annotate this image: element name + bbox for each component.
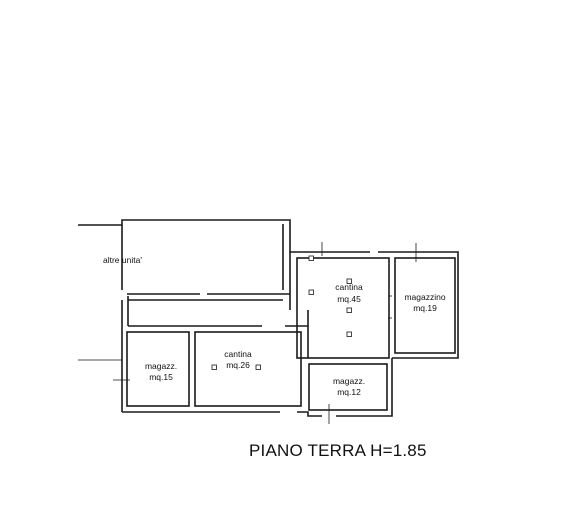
room-area-cantina-26: mq.26 <box>226 360 250 370</box>
neighbour-unit-walls <box>78 219 318 361</box>
cantina-45-outline <box>296 257 390 359</box>
neighbour-top-wall <box>78 219 318 253</box>
magazzino-19-walls <box>394 243 456 354</box>
magazzino-19-outline <box>394 257 456 354</box>
pillar <box>346 307 352 313</box>
magazz-12-walls <box>308 363 388 424</box>
cantina-45-walls <box>296 255 392 359</box>
north-east-walls <box>378 251 459 359</box>
room-name-magazzino-19: magazzino <box>404 292 445 302</box>
south-wall-middle <box>297 411 322 417</box>
room-name-cantina-45: cantina <box>335 282 363 292</box>
room-name-magazz-15: magazz. <box>145 361 177 371</box>
room-area-cantina-45: mq.45 <box>337 294 361 304</box>
pillar <box>308 255 314 261</box>
magazz-12-outline <box>308 363 388 411</box>
cantina-26-outline <box>194 331 302 407</box>
room-area-magazz-12: mq.12 <box>337 387 361 397</box>
pillar <box>308 289 314 295</box>
pillar <box>211 364 217 370</box>
south-wall-east <box>336 358 393 417</box>
cantina-26-walls <box>194 331 302 407</box>
magazz-15-walls <box>113 331 190 407</box>
plan-title: PIANO TERRA H=1.85 <box>249 441 427 460</box>
room-area-magazzino-19: mq.19 <box>413 303 437 313</box>
room-area-magazz-15: mq.15 <box>149 372 173 382</box>
room-name-magazz-12: magazz. <box>333 376 365 386</box>
room-name-altre-unita: altre unita' <box>103 255 142 265</box>
pillar <box>346 278 352 284</box>
room-name-cantina-26: cantina <box>224 349 252 359</box>
corridor-walls <box>127 296 308 327</box>
magazz-15-outline <box>126 331 190 407</box>
pillar <box>346 331 352 337</box>
pillar <box>255 364 261 370</box>
perimeter-walls <box>121 251 459 417</box>
